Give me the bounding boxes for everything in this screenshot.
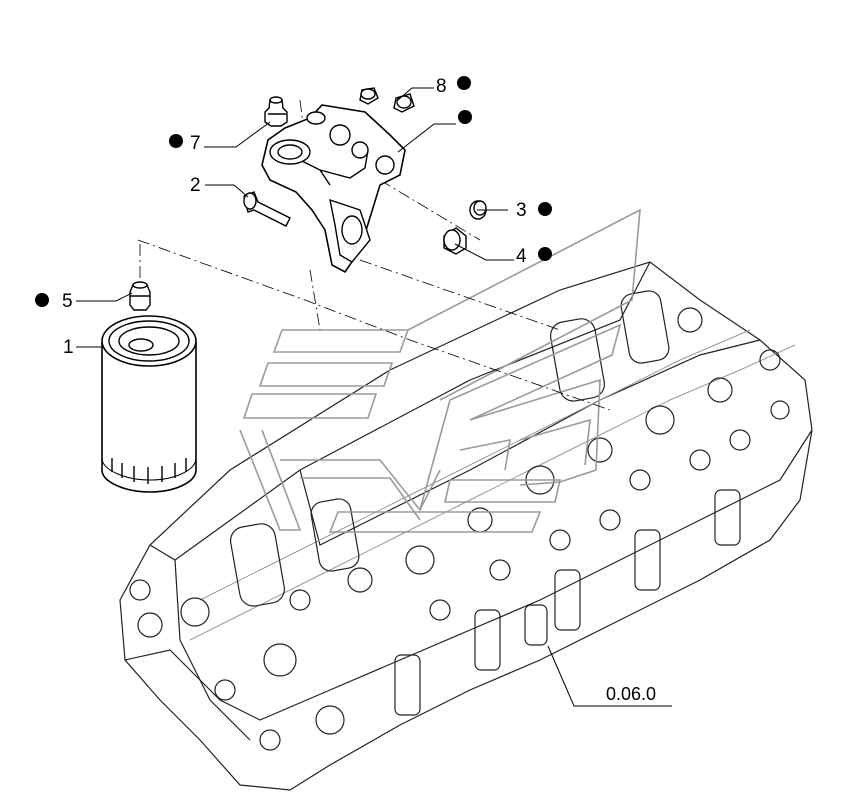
bullet-marker — [538, 247, 552, 261]
adapter-part-4 — [443, 227, 467, 255]
callout-4: 4 — [516, 246, 527, 267]
leader-lines — [76, 87, 672, 707]
bullet-marker — [35, 293, 49, 307]
reference-label: 0.06.0 — [606, 684, 656, 704]
bullet-markers — [35, 76, 552, 307]
oil-filter-part-1 — [101, 315, 197, 493]
bullet-marker — [458, 110, 472, 124]
callout-2: 2 — [190, 175, 201, 196]
bolt-part-2 — [243, 191, 291, 227]
plug-part-8a — [359, 87, 379, 105]
bullet-marker — [538, 202, 552, 216]
plug-part-8b — [393, 93, 415, 113]
callout-8: 8 — [436, 76, 447, 97]
nipple-part-5 — [129, 281, 151, 311]
watermark-logo — [239, 208, 641, 533]
callout-5: 5 — [62, 291, 73, 312]
filter-head-housing — [261, 104, 406, 274]
callout-1: 1 — [63, 337, 74, 358]
fitting-part-7 — [264, 96, 288, 127]
callout-3: 3 — [516, 200, 527, 221]
bullet-marker — [169, 134, 183, 148]
cylinder-head-outline — [119, 261, 813, 791]
callout-7: 7 — [190, 133, 201, 154]
bullet-marker — [457, 76, 471, 90]
